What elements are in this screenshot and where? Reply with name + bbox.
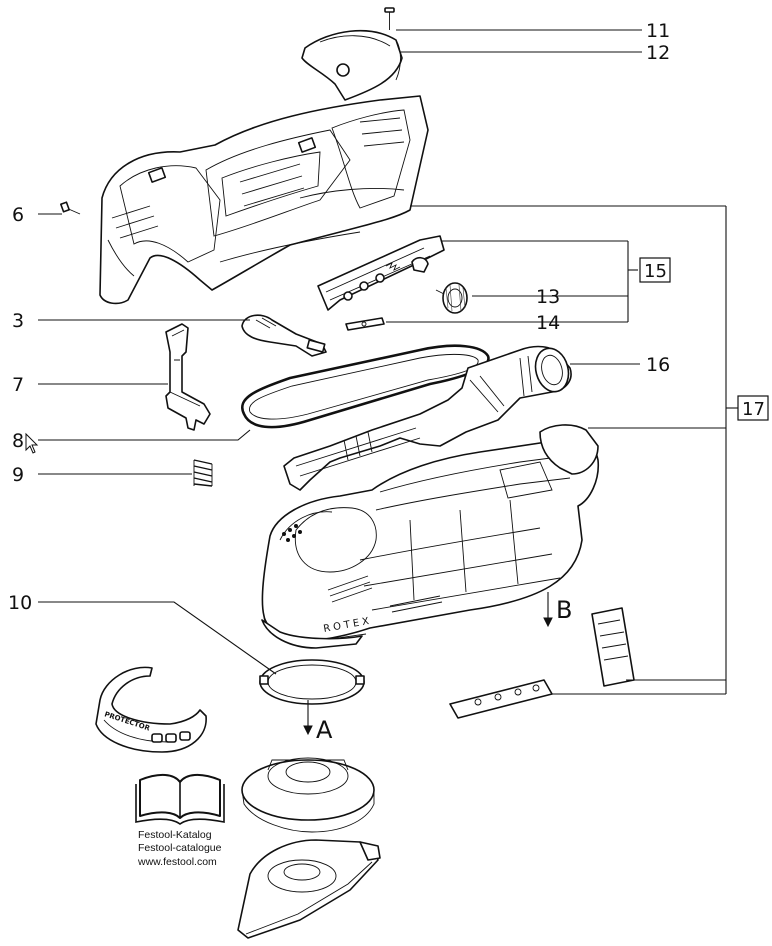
part-11-screw (384, 7, 395, 30)
catalog-book-icon (135, 774, 225, 825)
part-8-belt (241, 344, 490, 429)
arrow-b-label: B (556, 596, 572, 624)
part-12-cover (301, 29, 403, 101)
part-15-switch-assembly (317, 235, 445, 311)
callout-3: 3 (12, 310, 24, 332)
part-16-extraction-channel (283, 345, 572, 491)
callout-11: 11 (646, 20, 670, 42)
arrow-a-label: A (316, 716, 333, 744)
leader-lines (38, 29, 738, 695)
callout-8: 8 (12, 430, 24, 452)
part-7-bracket (165, 323, 211, 431)
part-3-lever (241, 314, 327, 357)
label-plate (591, 607, 635, 687)
callout-7: 7 (12, 374, 24, 396)
callout-17-box (737, 395, 769, 421)
part-13-knob (435, 282, 468, 314)
arrow-b: B (543, 592, 572, 628)
part-10-ring (259, 659, 365, 705)
catalog-line-2: Festool-catalogue (138, 842, 222, 854)
callout-10: 10 (8, 592, 32, 614)
control-decal (449, 679, 553, 719)
callout-15-box (639, 257, 671, 283)
mouse-cursor-icon (25, 432, 39, 454)
callout-15: 15 (644, 261, 667, 282)
callout-16: 16 (646, 354, 670, 376)
arrow-a: A (303, 700, 333, 744)
callout-9: 9 (12, 464, 24, 486)
callout-6: 6 (12, 204, 24, 226)
catalog-line-3: www.festool.com (137, 856, 217, 868)
protector-ring: PROTECTOR (95, 666, 207, 753)
catalog-line-1: Festool-Katalog (138, 829, 212, 841)
part-14-spring-clip (345, 317, 385, 331)
part-6-screw (60, 201, 81, 215)
callout-12: 12 (646, 42, 670, 64)
part-9-spring (193, 459, 213, 487)
round-sanding-pad (241, 757, 375, 833)
housing-top-shell (99, 95, 429, 305)
callout-14: 14 (536, 312, 560, 334)
callout-13: 13 (536, 286, 560, 308)
callout-17: 17 (742, 399, 765, 420)
delta-sanding-pad (237, 839, 381, 939)
sander-main-body: ROTEX (261, 424, 600, 649)
